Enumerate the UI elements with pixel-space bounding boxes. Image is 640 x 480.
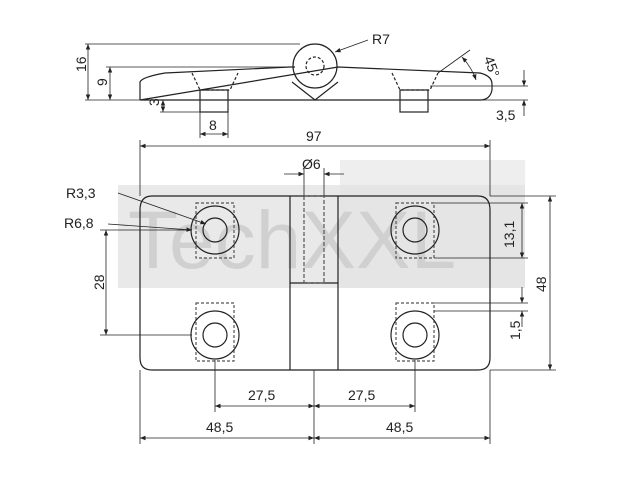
label-27-5-right: 27,5 bbox=[348, 387, 375, 403]
hole-hidden-square bbox=[195, 202, 235, 259]
ext-angle-a bbox=[437, 49, 471, 74]
label-3-5: 3,5 bbox=[496, 107, 516, 123]
side-view-dimensions bbox=[85, 39, 528, 138]
leader-r7 bbox=[334, 39, 369, 53]
label-45-deg: 45° bbox=[481, 54, 503, 79]
hole-hidden-square bbox=[395, 202, 435, 259]
side-view-pin bbox=[305, 56, 325, 76]
label-9: 9 bbox=[94, 78, 110, 86]
label-13-1: 13,1 bbox=[501, 221, 517, 248]
label-r7: R7 bbox=[372, 31, 390, 47]
counterbore-circle bbox=[190, 310, 240, 360]
leader-r6-8 bbox=[107, 223, 193, 232]
side-view-screw-right bbox=[391, 72, 439, 91]
hole-bottom-right bbox=[390, 302, 440, 362]
watermark: TechXXL bbox=[118, 160, 525, 288]
side-view-notch bbox=[291, 81, 339, 101]
side-view bbox=[139, 43, 493, 113]
hole-hidden-square bbox=[195, 302, 235, 362]
dim-angle-arc bbox=[461, 56, 477, 81]
label-16: 16 bbox=[73, 56, 89, 72]
side-view-knuckle bbox=[292, 43, 338, 89]
hole-hidden-square bbox=[395, 302, 435, 362]
label-48-5-left: 48,5 bbox=[206, 419, 233, 435]
counterbore-circle bbox=[390, 310, 440, 360]
leader-r3-3 bbox=[117, 192, 207, 225]
pin-hidden bbox=[303, 195, 325, 284]
hole-circle bbox=[202, 217, 228, 243]
watermark-text: TechXXL bbox=[128, 195, 456, 286]
plan-view-dimensions bbox=[100, 140, 556, 444]
label-48-5-right: 48,5 bbox=[386, 419, 413, 435]
label-1-5: 1,5 bbox=[507, 320, 523, 340]
hole-circle bbox=[402, 217, 428, 243]
watermark-band-right bbox=[340, 160, 525, 288]
hole-bottom-left bbox=[190, 302, 240, 362]
label-28: 28 bbox=[91, 274, 107, 290]
label-3: 3 bbox=[146, 98, 162, 106]
counterbore-circle bbox=[390, 205, 440, 255]
side-view-screw-shank-left bbox=[199, 89, 229, 113]
side-view-screw-shank-right bbox=[399, 89, 429, 113]
label-r3-3: R3,3 bbox=[66, 185, 96, 201]
label-27-5-left: 27,5 bbox=[248, 387, 275, 403]
label-8: 8 bbox=[209, 117, 217, 133]
label-d6: Ø6 bbox=[302, 156, 321, 172]
label-97: 97 bbox=[306, 128, 322, 144]
hole-circle bbox=[202, 322, 228, 348]
hole-circle bbox=[402, 322, 428, 348]
label-48: 48 bbox=[533, 276, 549, 292]
plan-view-outline bbox=[139, 195, 491, 371]
plan-view bbox=[139, 195, 491, 371]
label-r6-8: R6,8 bbox=[64, 215, 94, 231]
hole-top-right bbox=[390, 202, 440, 259]
